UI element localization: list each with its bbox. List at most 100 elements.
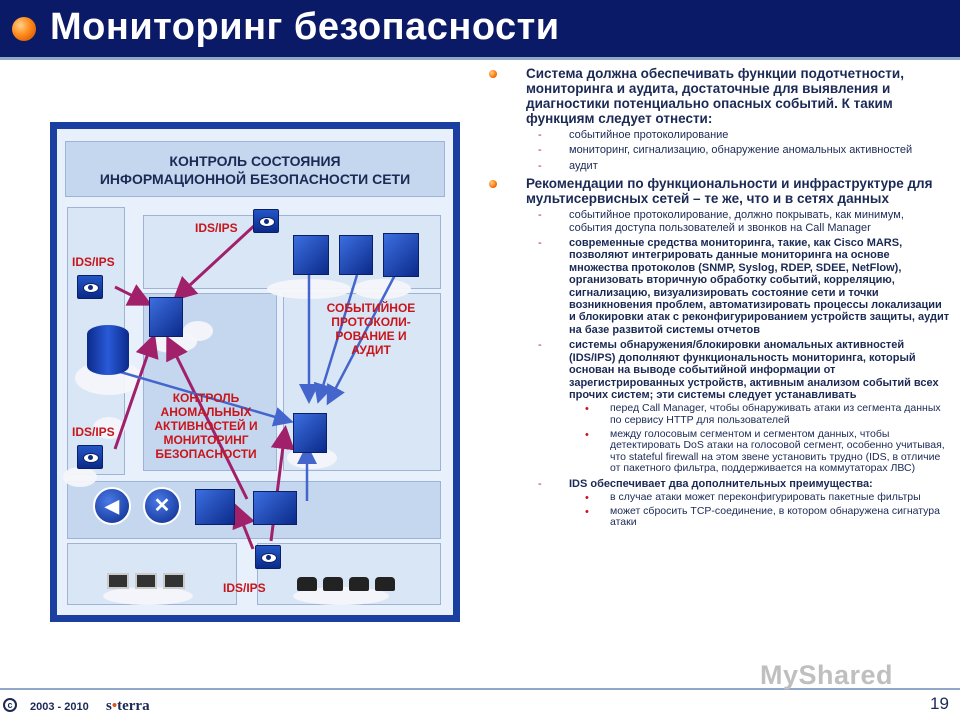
dash-icon: -	[538, 237, 542, 250]
page-number: 19	[930, 694, 949, 713]
ids-sensor-icon	[77, 275, 103, 299]
monitoring-console-icon	[293, 235, 329, 275]
ids-sensor-icon	[255, 545, 281, 569]
footer-divider	[0, 688, 960, 690]
bullet-text: Рекомендации по функциональности и инфра…	[526, 176, 933, 207]
label-line: АКТИВНОСТЕЙ И	[154, 419, 258, 433]
dot-icon: •	[585, 428, 589, 441]
ids-sensor-icon	[253, 209, 279, 233]
logo-dot: •	[111, 698, 118, 714]
content-text: Система должна обеспечивать функции подо…	[488, 66, 950, 529]
sub-text: IDS обеспечивает два дополнительных преи…	[569, 477, 873, 490]
sub-text: современные средства мониторинга, такие,…	[569, 237, 950, 336]
sub-item: - мониторинг, сигнализацию, обнаружение …	[488, 144, 950, 156]
nested-text: может сбросить TCP-соединение, в котором…	[610, 504, 940, 529]
sub-item: - событийное протоколирование, должно по…	[488, 209, 950, 234]
arrow-line	[114, 284, 153, 306]
nested-item: • перед Call Manager, чтобы обнаруживать…	[488, 402, 950, 426]
ip-phone-icon	[349, 577, 369, 591]
sub-text: аудит	[569, 159, 598, 172]
dash-icon: -	[538, 129, 542, 141]
nested-text: между голосовым сегментом и сегментом да…	[610, 427, 945, 475]
nested-text: перед Call Manager, чтобы обнаруживать а…	[610, 402, 941, 426]
voice-gateway-icon	[339, 235, 373, 275]
switch-icon	[195, 489, 235, 525]
sub-text: мониторинг, сигнализацию, обнаружение ан…	[569, 144, 913, 157]
nested-item: • может сбросить TCP-соединение, в котор…	[488, 504, 950, 529]
dash-icon: -	[538, 209, 542, 222]
ids-ips-label: IDS/IPS	[72, 425, 115, 439]
arrow-line	[116, 369, 294, 427]
sub-item: - современные средства мониторинга, таки…	[488, 237, 950, 336]
copyright-years: 2003 - 2010	[30, 701, 89, 713]
sub-item: - аудит	[488, 160, 950, 172]
label-line: МОНИТОРИНГ	[163, 433, 249, 447]
arrow-line	[326, 274, 397, 406]
call-manager-icon: ◀	[93, 487, 131, 525]
sub-item: - событийное протоколирование	[488, 129, 950, 141]
arrow-line	[166, 335, 249, 500]
diagram-header-line: ИНФОРМАЦИОННОЙ БЕЗОПАСНОСТИ СЕТИ	[99, 171, 411, 187]
ids-sensor-icon	[77, 445, 103, 469]
logo-suffix: terra	[117, 698, 150, 714]
sub-item: - системы обнаружения/блокировки аномаль…	[488, 339, 950, 401]
workstation-icon	[163, 573, 185, 589]
bullet-item: Система должна обеспечивать функции подо…	[488, 66, 950, 126]
diagram-canvas: КОНТРОЛЬ СОСТОЯНИЯ ИНФОРМАЦИОННОЙ БЕЗОПА…	[57, 129, 453, 615]
cloud-shape	[353, 279, 411, 299]
copyright-icon: c	[3, 698, 17, 712]
title-bullet-icon	[12, 17, 36, 41]
database-icon	[87, 325, 129, 375]
label-line: РОВАНИЕ И	[335, 329, 407, 343]
dash-icon: -	[538, 339, 542, 352]
logo-prefix: s	[106, 698, 112, 714]
ids-ips-label: IDS/IPS	[72, 255, 115, 269]
label-line: АУДИТ	[351, 343, 391, 357]
label-line: АНОМАЛЬНЫХ	[160, 405, 252, 419]
dot-icon: •	[585, 505, 589, 518]
dash-icon: -	[538, 477, 542, 490]
mars-server-icon	[149, 297, 183, 337]
layer3-switch-icon	[253, 491, 297, 525]
arrow-line	[232, 503, 255, 550]
nested-text: в случае атаки может переконфигурировать…	[610, 491, 921, 504]
company-logo: s•terra	[106, 698, 150, 715]
cloud-shape	[293, 587, 389, 605]
bullet-text: Система должна обеспечивать функции подо…	[526, 66, 904, 126]
nested-item: • между голосовым сегментом и сегментом …	[488, 427, 950, 475]
sub-text: событийное протоколирование	[569, 129, 729, 141]
label-line: СОБЫТИЙНОЕ	[326, 301, 416, 315]
router-icon: ✕	[143, 487, 181, 525]
ip-phone-icon	[323, 577, 343, 591]
anomaly-control-label: КОНТРОЛЬ АНОМАЛЬНЫХ АКТИВНОСТЕЙ И МОНИТО…	[139, 391, 273, 461]
bullet-item: Рекомендации по функциональности и инфра…	[488, 176, 950, 206]
sub-text: событийное протоколирование, должно покр…	[569, 209, 904, 234]
sub-text: системы обнаружения/блокировки аномальны…	[569, 339, 939, 401]
label-line: ПРОТОКОЛИ-	[331, 315, 411, 329]
cloud-shape	[63, 467, 97, 487]
arrow-line	[313, 274, 359, 404]
watermark: MyShared	[760, 660, 894, 690]
sub-item: - IDS обеспечивает два дополнительных пр…	[488, 478, 950, 490]
arrow-line	[113, 333, 159, 450]
cloud-shape	[183, 321, 213, 341]
ids-ips-label: IDS/IPS	[195, 221, 238, 235]
ip-phone-icon	[297, 577, 317, 591]
diagram-header-line: КОНТРОЛЬ СОСТОЯНИЯ	[169, 153, 341, 169]
cloud-shape	[93, 417, 125, 439]
fingerprint-auth-icon	[383, 233, 419, 277]
dash-icon: -	[538, 144, 542, 157]
security-diagram: КОНТРОЛЬ СОСТОЯНИЯ ИНФОРМАЦИОННОЙ БЕЗОПА…	[50, 122, 460, 622]
cloud-shape	[103, 587, 193, 605]
nested-item: • в случае атаки может переконфигурирова…	[488, 491, 950, 505]
dot-icon: •	[585, 492, 589, 505]
dash-icon: -	[538, 159, 542, 172]
page-title: Мониторинг безопасности	[50, 6, 560, 48]
label-line: БЕЗОПАСНОСТИ	[155, 447, 257, 461]
workstation-icon	[107, 573, 129, 589]
title-bar: Мониторинг безопасности	[0, 0, 960, 60]
ip-phone-icon	[375, 577, 395, 591]
dot-icon: •	[585, 403, 589, 416]
workstation-icon	[135, 573, 157, 589]
event-logging-label: СОБЫТИЙНОЕ ПРОТОКОЛИ- РОВАНИЕ И АУДИТ	[315, 301, 427, 357]
